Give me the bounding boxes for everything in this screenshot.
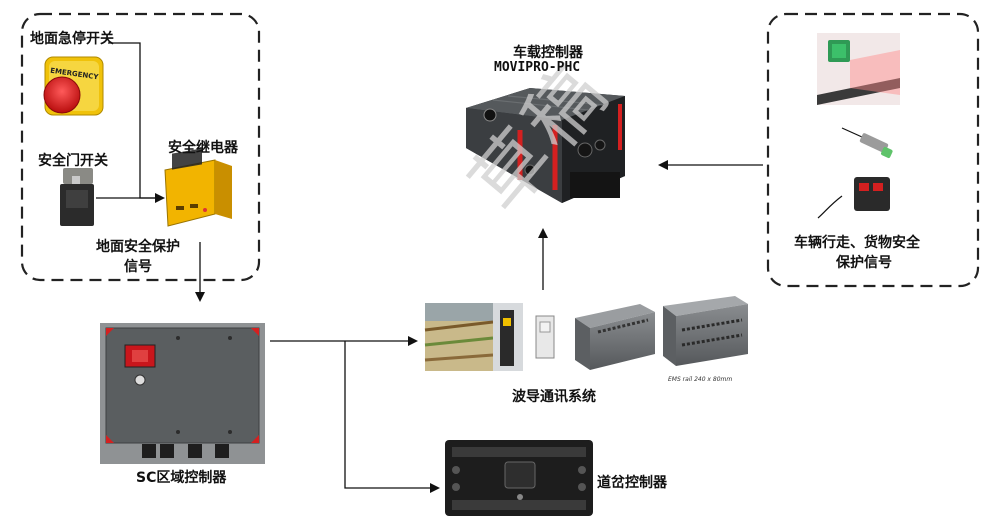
connector-lines bbox=[96, 42, 763, 493]
switch-controller-label: 道岔控制器 bbox=[597, 475, 667, 491]
waveguide-clip bbox=[535, 315, 555, 359]
vehicle-controller-label-2: MOVIPRO-PHC bbox=[494, 60, 581, 75]
switch-controller-image bbox=[445, 440, 593, 516]
ems-rail-caption: EMS rail 240 x 80mm bbox=[668, 376, 733, 383]
vehicle-safety-group-box bbox=[766, 12, 980, 288]
vehicle-signal-label-1: 车辆行走、货物安全 bbox=[794, 235, 920, 251]
waveguide-photo-1 bbox=[424, 303, 494, 371]
ground-signal-label-2: 信号 bbox=[124, 259, 152, 275]
safety-door-switch-image bbox=[60, 168, 94, 226]
sensor-photoelectric bbox=[817, 177, 890, 219]
vehicle-controller-image bbox=[466, 88, 625, 203]
ground-signal-label-1: 地面安全保护 bbox=[96, 239, 180, 255]
sensor-photo-conveyor bbox=[817, 33, 900, 105]
sc-controller-label: SC区域控制器 bbox=[136, 470, 227, 486]
waveguide-rail-2 bbox=[663, 296, 748, 366]
emergency-stop-switch-image: EMERGENCY bbox=[43, 56, 104, 116]
safety-relay-image bbox=[164, 148, 232, 227]
sensor-proximity-cylinder bbox=[841, 127, 893, 158]
safety-relay-label: 安全继电器 bbox=[168, 140, 238, 156]
emergency-stop-label: 地面急停开关 bbox=[30, 31, 114, 47]
sc-controller-image bbox=[100, 323, 265, 464]
vehicle-controller-label-1: 车载控制器 bbox=[513, 45, 583, 61]
waveguide-photo-2 bbox=[493, 303, 523, 371]
safety-door-label: 安全门开关 bbox=[38, 153, 108, 169]
waveguide-label: 波导通讯系统 bbox=[512, 389, 596, 405]
waveguide-rail-1 bbox=[575, 304, 655, 370]
ground-safety-group-box bbox=[20, 12, 261, 282]
vehicle-signal-label-2: 保护信号 bbox=[836, 255, 892, 271]
